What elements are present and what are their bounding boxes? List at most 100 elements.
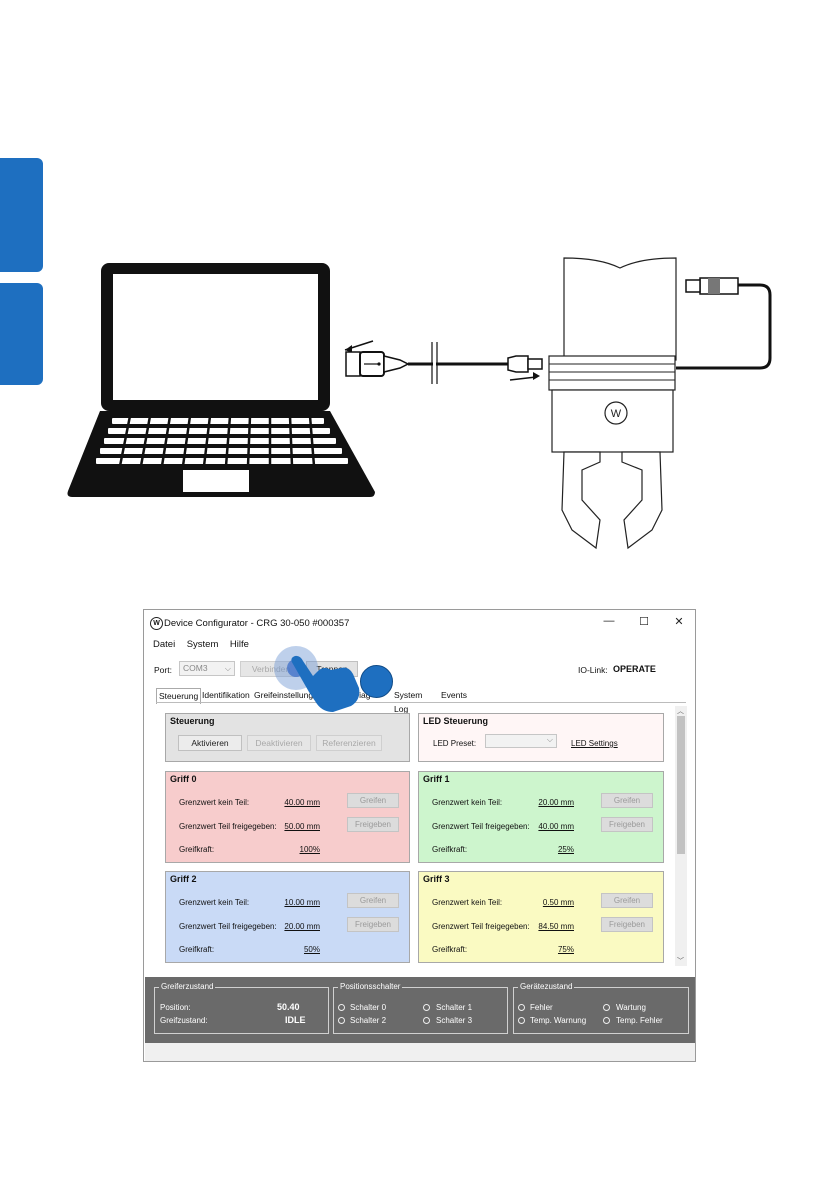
step-badge-icon xyxy=(360,665,393,698)
grenz-kein-value[interactable]: 0.50 mm xyxy=(542,898,574,907)
device-configurator-window: W Device Configurator - CRG 30-050 #0003… xyxy=(143,609,696,1062)
grenz-frei-value[interactable]: 84.50 mm xyxy=(538,922,574,931)
tab-greifeinstellung[interactable]: Greifeinstellung xyxy=(254,690,314,700)
wartung-label: Wartung xyxy=(616,1003,646,1012)
menu-hilfe[interactable]: Hilfe xyxy=(229,639,249,650)
temp-fehler-label: Temp. Fehler xyxy=(616,1016,663,1025)
grenz-frei-value[interactable]: 20.00 mm xyxy=(284,922,320,931)
title-bar: W Device Configurator - CRG 30-050 #0003… xyxy=(144,610,695,636)
scroll-thumb[interactable] xyxy=(677,716,685,854)
grenz-frei-label: Grenzwert Teil freigegeben: xyxy=(432,822,530,831)
grenz-frei-value[interactable]: 50.00 mm xyxy=(284,822,320,831)
led-indicator-icon xyxy=(338,1004,345,1011)
connection-illustration: W xyxy=(67,257,772,550)
grenz-frei-value[interactable]: 40.00 mm xyxy=(538,822,574,831)
greifen-button[interactable]: Greifen xyxy=(601,793,653,808)
led-indicator-icon xyxy=(338,1017,345,1024)
grenz-kein-value[interactable]: 10.00 mm xyxy=(284,898,320,907)
usb-icon xyxy=(364,362,381,366)
kraft-value[interactable]: 75% xyxy=(557,945,574,954)
kraft-value[interactable]: 25% xyxy=(557,845,574,854)
activate-button[interactable]: Aktivieren xyxy=(178,735,242,751)
close-button[interactable]: ✕ xyxy=(674,616,684,628)
temp-warnung-label: Temp. Warnung xyxy=(530,1016,587,1025)
port-value: COM3 xyxy=(183,663,208,673)
tab-system-log[interactable]: System Log xyxy=(394,690,423,714)
greifzustand-label: Greifzustand: xyxy=(160,1016,208,1025)
port-select[interactable]: COM3 ⌵ xyxy=(179,661,235,676)
laptop-icon xyxy=(67,263,375,497)
scroll-up-icon[interactable]: ︿ xyxy=(677,708,684,715)
led-preset-select[interactable]: ⌵ xyxy=(485,734,557,748)
iolink-value: OPERATE xyxy=(613,664,656,674)
greifen-button[interactable]: Greifen xyxy=(347,793,399,808)
scroll-down-icon[interactable]: ﹀ xyxy=(677,958,684,965)
grenz-kein-label: Grenzwert kein Teil: xyxy=(179,898,250,907)
griff-title: Griff 0 xyxy=(170,774,197,784)
grenz-kein-value[interactable]: 40.00 mm xyxy=(284,798,320,807)
freigeben-button[interactable]: Freigeben xyxy=(601,917,653,932)
status-area: Greiferzustand Position: 50.40 Greifzust… xyxy=(145,977,695,1043)
griff-title: Griff 2 xyxy=(170,874,197,884)
led-indicator-icon xyxy=(518,1017,525,1024)
greifen-button[interactable]: Greifen xyxy=(347,893,399,908)
kraft-value[interactable]: 50% xyxy=(303,945,320,954)
positionsschalter-group: Positionsschalter Schalter 0 Schalter 1 … xyxy=(333,982,508,1034)
grenz-kein-value[interactable]: 20.00 mm xyxy=(538,798,574,807)
grenz-frei-label: Grenzwert Teil freigegeben: xyxy=(432,922,530,931)
menu-datei[interactable]: Datei xyxy=(153,639,176,650)
tab-divider xyxy=(156,702,686,703)
schalter-3: Schalter 3 xyxy=(436,1016,473,1025)
tab-events[interactable]: Events xyxy=(441,690,467,700)
steuerung-panel: Steuerung Aktivieren Deaktivieren Refere… xyxy=(165,713,410,762)
schalter-2: Schalter 2 xyxy=(350,1016,387,1025)
kraft-label: Greifkraft: xyxy=(432,845,468,854)
side-tab-2 xyxy=(0,283,43,385)
chevron-down-icon: ⌵ xyxy=(224,664,231,673)
reference-button[interactable]: Referenzieren xyxy=(316,735,382,751)
gripper-device: W xyxy=(548,257,772,550)
deactivate-button[interactable]: Deaktivieren xyxy=(247,735,311,751)
toolbar: Port: COM3 ⌵ Verbinden Trennen IO-Link: … xyxy=(144,654,695,688)
scrollbar[interactable]: ︿ ﹀ xyxy=(675,706,687,966)
tab-steuerung[interactable]: Steuerung xyxy=(156,688,202,704)
grenz-kein-label: Grenzwert kein Teil: xyxy=(432,798,503,807)
grenz-kein-label: Grenzwert kein Teil: xyxy=(179,798,250,807)
positionsschalter-title: Positionsschalter xyxy=(338,982,403,991)
menu-system[interactable]: System xyxy=(186,639,219,650)
geraetezustand-title: Gerätezustand xyxy=(518,982,575,991)
chevron-down-icon: ⌵ xyxy=(546,735,553,744)
freigeben-button[interactable]: Freigeben xyxy=(347,817,399,832)
svg-text:W: W xyxy=(611,408,622,420)
griff-0-panel: Griff 0 Grenzwert kein Teil: 40.00 mm Gr… xyxy=(165,771,410,863)
led-indicator-icon xyxy=(423,1017,430,1024)
grenz-kein-label: Grenzwert kein Teil: xyxy=(432,898,503,907)
led-indicator-icon xyxy=(603,1004,610,1011)
usb-cable xyxy=(344,340,543,384)
freigeben-button[interactable]: Freigeben xyxy=(347,917,399,932)
tab-identifikation[interactable]: Identifikation xyxy=(202,690,250,700)
led-indicator-icon xyxy=(518,1004,525,1011)
griff-title: Griff 1 xyxy=(423,774,450,784)
fehler-label: Fehler xyxy=(530,1003,553,1012)
minimize-button[interactable]: — xyxy=(603,615,615,627)
gripper-logo-icon: W xyxy=(604,401,628,425)
griff-3-panel: Griff 3 Grenzwert kein Teil: 0.50 mm Gre… xyxy=(418,871,664,963)
led-settings-link[interactable]: LED Settings xyxy=(571,739,618,748)
hand-pointer-icon xyxy=(291,655,360,712)
freigeben-button[interactable]: Freigeben xyxy=(601,817,653,832)
led-preset-label: LED Preset: xyxy=(433,739,477,748)
schalter-1: Schalter 1 xyxy=(436,1003,473,1012)
maximize-button[interactable]: ☐ xyxy=(639,616,649,628)
kraft-label: Greifkraft: xyxy=(179,945,215,954)
position-value: 50.40 xyxy=(277,1002,300,1012)
led-indicator-icon xyxy=(423,1004,430,1011)
griff-2-panel: Griff 2 Grenzwert kein Teil: 10.00 mm Gr… xyxy=(165,871,410,963)
greifzustand-value: IDLE xyxy=(285,1015,306,1025)
app-logo-icon: W xyxy=(150,617,163,630)
greifen-button[interactable]: Greifen xyxy=(601,893,653,908)
tab-diagnose[interactable]: Diag xyxy=(353,690,371,700)
window-title: Device Configurator - CRG 30-050 #000357 xyxy=(164,618,350,629)
kraft-value[interactable]: 100% xyxy=(299,845,320,854)
led-title: LED Steuerung xyxy=(423,716,489,726)
